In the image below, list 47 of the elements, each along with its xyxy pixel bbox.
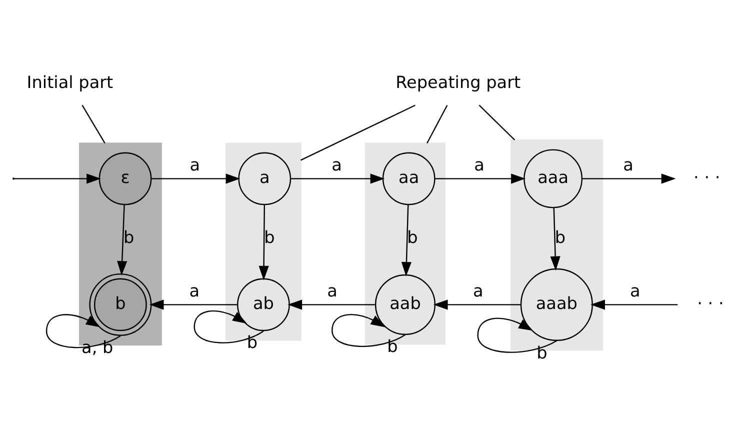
arrow: [433, 299, 521, 310]
edge-label: a: [474, 154, 484, 174]
edge-label: b: [124, 226, 134, 246]
connector: [82, 104, 106, 144]
connector: [300, 104, 416, 160]
node-circle: ε: [98, 152, 152, 205]
arrow: [149, 299, 238, 310]
arrow: [290, 173, 385, 184]
arrow: [550, 207, 560, 270]
edge-label: a: [472, 280, 484, 300]
node-circle: a: [238, 152, 292, 205]
arrow: [477, 317, 557, 352]
arrow: [590, 299, 678, 310]
connector: [426, 104, 448, 144]
node-circle: b: [89, 272, 152, 336]
arrow: [258, 204, 269, 280]
edge-label: b: [387, 336, 398, 356]
arrow: [401, 204, 412, 276]
node-circle: aab: [374, 274, 436, 334]
arrow: [117, 204, 128, 276]
node-circle: aaa: [524, 148, 583, 208]
edge-label: b: [246, 331, 258, 352]
edge-label: b: [536, 342, 548, 362]
node-text: · · ·: [694, 166, 720, 187]
arrow: [434, 173, 526, 184]
edge-label: a: [189, 280, 200, 300]
node-text: · · ·: [697, 292, 724, 313]
arrow: [14, 173, 101, 184]
connector: [478, 104, 516, 140]
arrow: [582, 173, 676, 184]
arrow: [332, 314, 406, 346]
edge-label: b: [264, 226, 275, 246]
arrow: [288, 299, 375, 310]
edge-label: a: [327, 280, 338, 300]
edge-label: a: [332, 154, 342, 174]
node-circle: aaab: [520, 268, 593, 340]
node-circle: ab: [237, 278, 290, 331]
arrow: [151, 173, 240, 184]
arrow: [194, 310, 264, 343]
edge-label: a: [190, 154, 200, 174]
edge-label: a: [630, 280, 640, 300]
edge-label: b: [554, 226, 566, 246]
node-circle: aa: [382, 152, 436, 205]
node-text: Repeating part: [396, 71, 521, 92]
edge-label: a: [623, 154, 634, 174]
edge-label: b: [407, 226, 418, 246]
node-text: Initial part: [26, 71, 114, 92]
